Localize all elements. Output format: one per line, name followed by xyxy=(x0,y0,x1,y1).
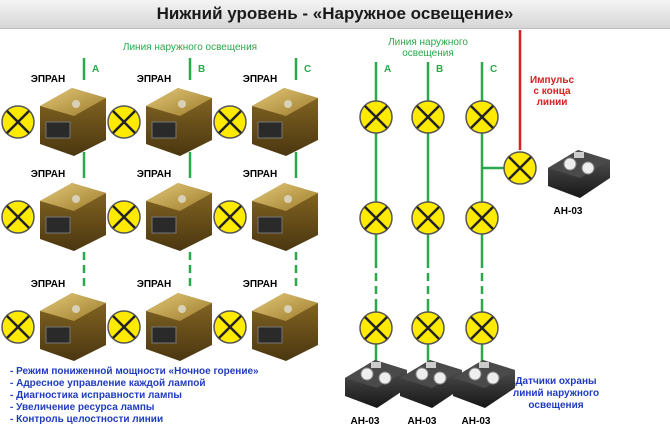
lamp-icon xyxy=(213,105,247,139)
feature-item: - Диагностика исправности лампы xyxy=(10,390,182,401)
right-phase-b: B xyxy=(436,64,443,75)
epran-device-icon xyxy=(40,88,106,156)
lamp-icon xyxy=(411,100,445,134)
epran-label: ЭПРАН xyxy=(137,169,172,180)
page-title: Нижний уровень - «Наружное освещение» xyxy=(156,4,514,23)
epran-device-icon xyxy=(40,183,106,251)
lamp-icon xyxy=(359,201,393,235)
feature-item: - Режим пониженной мощности «Ночное горе… xyxy=(10,366,259,377)
right-phase-lines xyxy=(374,62,520,365)
epran-device-icon xyxy=(146,88,212,156)
lamp-icon xyxy=(1,200,35,234)
sensor-label: АН-03 xyxy=(351,416,380,427)
title-bar xyxy=(0,0,670,29)
left-phase-b: B xyxy=(198,64,205,75)
sensors-caption-3: освещения xyxy=(528,400,583,411)
right-line-title-1: Линия наружного xyxy=(388,37,468,48)
sensor-device-icon xyxy=(400,360,462,408)
sensors-caption-1: Датчики охраны xyxy=(515,376,596,387)
lamp-icon xyxy=(465,311,499,345)
epran-device-icon xyxy=(146,183,212,251)
epran-label: ЭПРАН xyxy=(243,279,278,290)
epran-label: ЭПРАН xyxy=(31,169,66,180)
sensor-device-icon xyxy=(345,360,407,408)
epran-label: ЭПРАН xyxy=(243,169,278,180)
lamp-icon xyxy=(213,200,247,234)
sensor-label: АН-03 xyxy=(408,416,437,427)
epran-label: ЭПРАН xyxy=(31,74,66,85)
lamp-icon xyxy=(465,201,499,235)
lamp-icon xyxy=(107,310,141,344)
sensor-device-icon xyxy=(453,360,515,408)
lamp-icon xyxy=(1,105,35,139)
epran-device-icon xyxy=(40,293,106,361)
right-line-title-2: освещения xyxy=(402,48,454,59)
epran-label: ЭПРАН xyxy=(243,74,278,85)
feature-item: - Увеличение ресурса лампы xyxy=(10,402,155,413)
right-phase-c: C xyxy=(490,64,497,75)
right-phase-a: A xyxy=(384,64,391,75)
lamp-icon xyxy=(465,100,499,134)
sensor-label: АН-03 xyxy=(462,416,491,427)
feature-item: - Адресное управление каждой лампой xyxy=(10,378,206,389)
features-list: - Режим пониженной мощности «Ночное горе… xyxy=(10,366,259,426)
lamp-icon xyxy=(213,310,247,344)
impulse-label-3: линии xyxy=(537,97,568,108)
lamp-icon xyxy=(359,100,393,134)
lamp-icon xyxy=(359,311,393,345)
sensors-caption-2: линий наружного xyxy=(513,388,599,399)
epran-device-icon xyxy=(252,88,318,156)
lamp-icon xyxy=(411,311,445,345)
sensor-device-icon xyxy=(548,150,610,198)
epran-label: ЭПРАН xyxy=(31,279,66,290)
left-line-title: Линия наружного освещения xyxy=(123,42,257,53)
epran-device-icon xyxy=(252,293,318,361)
epran-device-icon xyxy=(252,183,318,251)
feature-item: - Контроль целостности линии xyxy=(10,414,164,425)
left-phase-a: A xyxy=(92,64,99,75)
impulse-label-1: Импульс xyxy=(530,75,575,86)
impulse-label-2: с конца xyxy=(533,86,571,97)
epran-label: ЭПРАН xyxy=(137,74,172,85)
lamp-icon xyxy=(107,200,141,234)
epran-label: ЭПРАН xyxy=(137,279,172,290)
lamp-icon xyxy=(503,151,537,185)
lamp-icon xyxy=(1,310,35,344)
lamp-icon xyxy=(107,105,141,139)
sensor-label: АН-03 xyxy=(554,206,583,217)
left-phase-c: C xyxy=(304,64,311,75)
lamp-icon xyxy=(411,201,445,235)
left-phase-lines xyxy=(82,58,298,290)
epran-device-icon xyxy=(146,293,212,361)
